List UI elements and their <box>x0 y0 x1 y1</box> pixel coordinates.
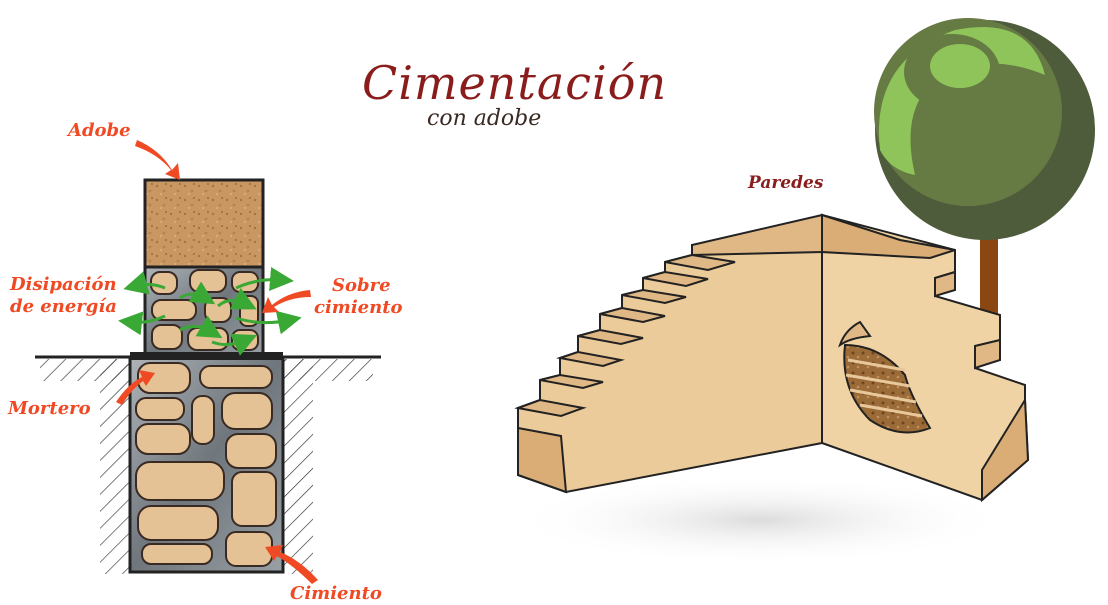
sobrecimiento-stones <box>150 269 259 351</box>
mortero-layer <box>130 352 283 360</box>
label-mortero: Mortero <box>8 398 91 419</box>
cutaway-flap <box>838 320 872 348</box>
label-paredes: Paredes <box>748 173 824 193</box>
adobe-pointer <box>135 140 180 180</box>
label-cimiento: Cimiento <box>290 583 382 604</box>
page-title: Cimentación <box>362 56 668 110</box>
label-sobre-1: Sobre <box>332 275 391 296</box>
cimiento-pointer <box>265 545 318 584</box>
ground-shadow <box>510 475 1010 565</box>
left-wall-steps <box>514 213 823 494</box>
label-sobre-2: cimiento <box>314 297 403 318</box>
label-adobe: Adobe <box>68 120 131 141</box>
soil-hatch-top-left <box>40 359 130 381</box>
energy-arrows <box>118 267 302 356</box>
wall-cutaway <box>843 343 932 434</box>
cimiento-stones <box>135 362 277 567</box>
label-pointers <box>116 140 318 584</box>
soil-hatch-right <box>283 359 313 574</box>
page-subtitle: con adobe <box>427 106 542 131</box>
soil-hatch-top-right <box>283 359 373 381</box>
right-wall-steps <box>821 213 1030 503</box>
mortero-pointer <box>116 370 155 405</box>
tree-canopy <box>874 18 1095 240</box>
sobrecimiento-pointer <box>262 290 311 313</box>
tree-inner-highlight <box>930 44 990 88</box>
cutaway-layers <box>845 358 923 418</box>
wall-model <box>510 18 1095 565</box>
foundation-section <box>35 140 381 584</box>
adobe-block <box>143 178 265 269</box>
label-disipacion-2: de energía <box>10 296 117 317</box>
label-disipacion-1: Disipación <box>10 274 117 295</box>
